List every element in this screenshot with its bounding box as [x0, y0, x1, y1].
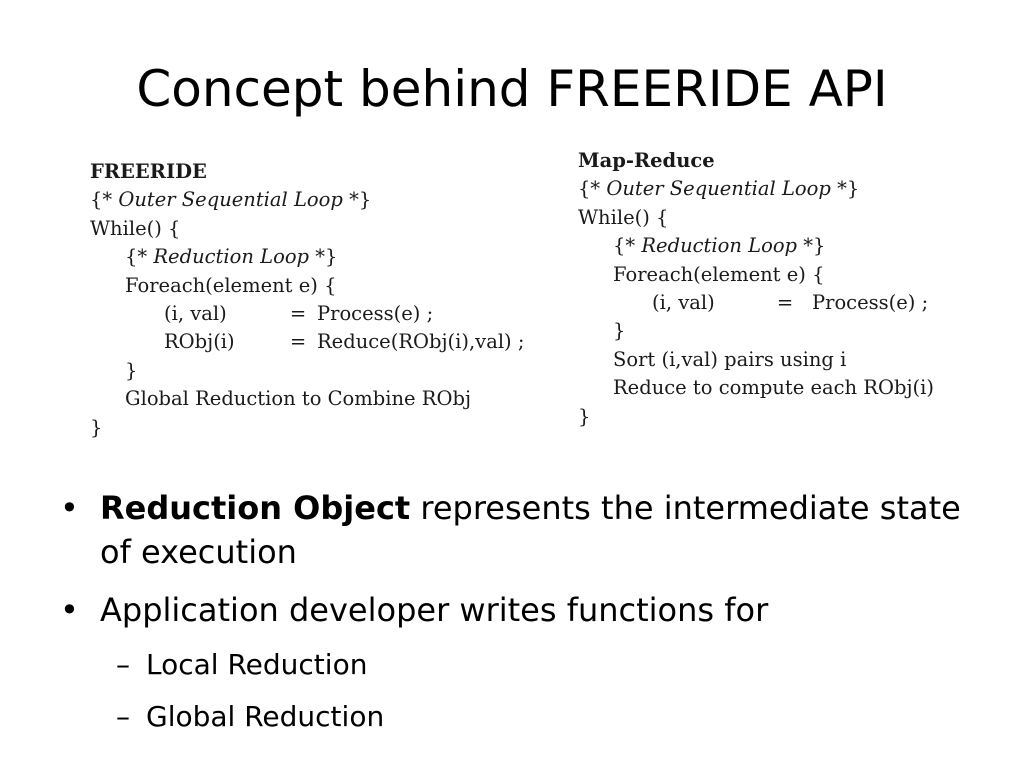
- mapreduce-reduce-line: Reduce to compute each RObj(i): [613, 376, 934, 400]
- sub-bullet-text: Local Reduction: [146, 648, 368, 681]
- mapreduce-sort-line: Sort (i,val) pairs using i: [613, 347, 847, 371]
- freeride-process-line: (i, val)=Process(e) ;: [164, 301, 434, 325]
- dash-icon: –: [116, 700, 130, 733]
- mapreduce-outer-comment: {* Outer Sequential Loop *}: [578, 177, 860, 201]
- bullet-text: represents the intermediate state of exe…: [100, 489, 961, 571]
- bullet-application-developer: • Application developer writes functions …: [60, 588, 1000, 632]
- freeride-close-outer: }: [90, 415, 103, 439]
- bullet-reduction-object: • Reduction Object represents the interme…: [60, 486, 1000, 574]
- slide-title: Concept behind FREERIDE API: [136, 60, 888, 118]
- mapreduce-header: Map-Reduce: [578, 149, 715, 172]
- dash-icon: –: [116, 648, 130, 681]
- mapreduce-close-outer: }: [578, 404, 591, 428]
- mapreduce-pseudocode: Map-Reduce {* Outer Sequential Loop *} W…: [578, 147, 934, 431]
- bullet-text: Application developer writes functions f…: [100, 591, 769, 629]
- sub-bullet-local-reduction: –Local Reduction: [60, 646, 1000, 684]
- mapreduce-process-line: (i, val)=Process(e) ;: [652, 290, 929, 314]
- freeride-global-line: Global Reduction to Combine RObj: [125, 387, 471, 411]
- mapreduce-close-inner: }: [613, 319, 626, 343]
- freeride-reduction-comment: {* Reduction Loop *}: [125, 245, 338, 269]
- sub-bullet-global-reduction: –Global Reduction: [60, 698, 1000, 736]
- freeride-foreach-line: Foreach(element e) {: [125, 273, 337, 297]
- bullet-bold-term: Reduction Object: [100, 489, 411, 527]
- freeride-while-line: While() {: [90, 216, 181, 240]
- mapreduce-while-line: While() {: [578, 205, 669, 229]
- freeride-header: FREERIDE: [90, 160, 207, 183]
- mapreduce-foreach-line: Foreach(element e) {: [613, 262, 825, 286]
- freeride-outer-comment: {* Outer Sequential Loop *}: [90, 188, 372, 212]
- bullet-dot-icon: •: [60, 489, 79, 527]
- sub-bullet-text: Global Reduction: [146, 700, 385, 733]
- bullet-dot-icon: •: [60, 591, 79, 629]
- freeride-reduce-line: RObj(i)=Reduce(RObj(i),val) ;: [164, 330, 525, 354]
- freeride-close-inner: }: [125, 358, 138, 382]
- bullet-list: • Reduction Object represents the interme…: [60, 486, 1000, 750]
- mapreduce-reduction-comment: {* Reduction Loop *}: [613, 234, 826, 258]
- freeride-pseudocode: FREERIDE {* Outer Sequential Loop *} Whi…: [90, 158, 524, 442]
